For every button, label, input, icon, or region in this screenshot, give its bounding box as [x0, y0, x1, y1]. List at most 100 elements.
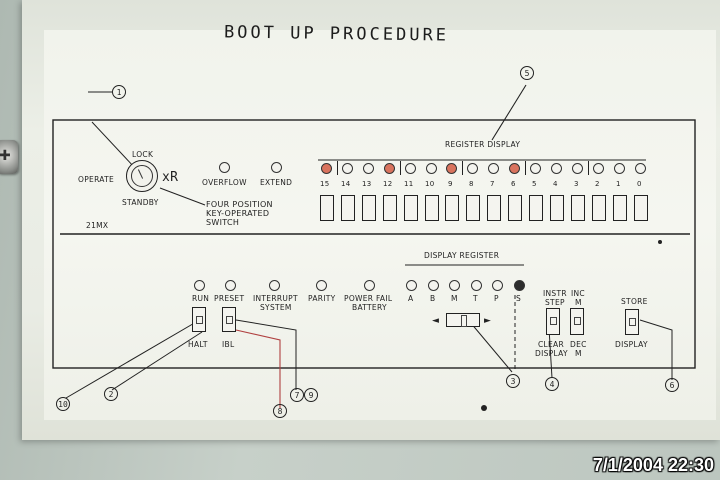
interrupt-lamp [269, 280, 280, 291]
halt-label: HALT [188, 340, 208, 349]
callout-1: 1 [112, 85, 126, 99]
callout-6: 6 [665, 378, 679, 392]
register-bit-label: 3 [574, 180, 579, 188]
register-lamp-4 [551, 163, 562, 174]
register-switch-11[interactable] [404, 195, 418, 221]
dec-label-1: DEC [570, 340, 587, 349]
bit-group-separator [400, 161, 401, 175]
key-pos-lock: LOCK [132, 150, 154, 159]
register-switch-2[interactable] [592, 195, 606, 221]
key-switch-icon[interactable] [126, 160, 158, 192]
register-lamp-15 [321, 163, 332, 174]
instruction-card [44, 30, 716, 420]
callout-3: 3 [506, 374, 520, 388]
display-register-letter: A [408, 294, 414, 303]
callout-4: 4 [545, 377, 559, 391]
register-lamp-1 [614, 163, 625, 174]
key-pos-standby: STANDBY [122, 198, 159, 207]
register-bit-label: 2 [595, 180, 600, 188]
interrupt-label-2: SYSTEM [260, 303, 292, 312]
ink-dot [481, 405, 487, 411]
run-halt-switch[interactable] [192, 307, 206, 332]
register-bit-label: 12 [383, 180, 393, 188]
clear-label-1: CLEAR [538, 340, 564, 349]
key-desc-1: FOUR POSITION [206, 200, 273, 209]
register-lamp-6 [509, 163, 520, 174]
store-display-switch[interactable] [625, 309, 639, 335]
display-register-letter: P [494, 294, 499, 303]
model-label: 21MX [86, 221, 109, 230]
register-lamp-11 [405, 163, 416, 174]
display-label: DISPLAY [615, 340, 648, 349]
extend-label: EXTEND [260, 178, 293, 187]
display-register-lamp-s [514, 280, 525, 291]
bit-group-separator [588, 161, 589, 175]
register-switch-10[interactable] [425, 195, 439, 221]
register-bit-label: 7 [490, 180, 495, 188]
register-bit-label: 5 [532, 180, 537, 188]
callout-5: 5 [520, 66, 534, 80]
register-switch-3[interactable] [571, 195, 585, 221]
preset-ibl-switch[interactable] [222, 307, 236, 332]
overflow-label: OVERFLOW [202, 178, 247, 187]
register-bit-label: 9 [448, 180, 453, 188]
ink-dot [658, 240, 662, 244]
register-bit-label: 4 [553, 180, 558, 188]
interrupt-label-1: INTERRUPT [253, 294, 298, 303]
display-register-lamp-m [449, 280, 460, 291]
inc-dec-m-switch[interactable] [570, 308, 584, 335]
run-lamp [194, 280, 205, 291]
register-switch-15[interactable] [320, 195, 334, 221]
register-lamp-13 [363, 163, 374, 174]
callout-10: 10 [56, 397, 70, 411]
display-register-lamp-p [492, 280, 503, 291]
register-bit-label: 8 [469, 180, 474, 188]
register-bit-label: 0 [637, 180, 642, 188]
display-select-switch[interactable] [446, 313, 480, 327]
register-switch-6[interactable] [508, 195, 522, 221]
key-desc-2: KEY-OPERATED [206, 209, 270, 218]
bit-group-separator [462, 161, 463, 175]
register-switch-12[interactable] [383, 195, 397, 221]
overflow-lamp [219, 162, 230, 173]
key-pos-operate: OPERATE [78, 175, 115, 184]
register-switch-13[interactable] [362, 195, 376, 221]
register-switch-14[interactable] [341, 195, 355, 221]
register-switch-5[interactable] [529, 195, 543, 221]
register-switch-8[interactable] [466, 195, 480, 221]
callout-9: 9 [304, 388, 318, 402]
display-register-letter: M [451, 294, 458, 303]
dec-label-2: M [575, 349, 582, 358]
instr-step-switch[interactable] [546, 308, 560, 335]
register-switch-7[interactable] [487, 195, 501, 221]
register-lamp-5 [530, 163, 541, 174]
register-display-label: REGISTER DISPLAY [445, 140, 521, 149]
instr-label-2: STEP [545, 298, 565, 307]
ibl-label: IBL [222, 340, 235, 349]
photo-timestamp: 7/1/2004 22:30 [592, 455, 714, 475]
arrow-right-icon: ► [484, 316, 492, 326]
callout-2: 2 [104, 387, 118, 401]
display-register-lamp-t [471, 280, 482, 291]
arrow-left-icon: ◄ [432, 316, 440, 326]
register-bit-label: 1 [616, 180, 621, 188]
register-bit-label: 13 [362, 180, 372, 188]
parity-lamp [316, 280, 327, 291]
preset-lamp [225, 280, 236, 291]
register-bit-label: 15 [320, 180, 330, 188]
register-switch-4[interactable] [550, 195, 564, 221]
register-switch-9[interactable] [445, 195, 459, 221]
register-lamp-12 [384, 163, 395, 174]
display-register-letter: B [430, 294, 436, 303]
register-switch-0[interactable] [634, 195, 648, 221]
register-switch-1[interactable] [613, 195, 627, 221]
power-fail-label-2: BATTERY [352, 303, 387, 312]
callout-7: 7 [290, 388, 304, 402]
display-register-lamp-b [428, 280, 439, 291]
screw-icon [0, 140, 18, 174]
power-fail-lamp [364, 280, 375, 291]
register-lamp-8 [467, 163, 478, 174]
register-lamp-3 [572, 163, 583, 174]
